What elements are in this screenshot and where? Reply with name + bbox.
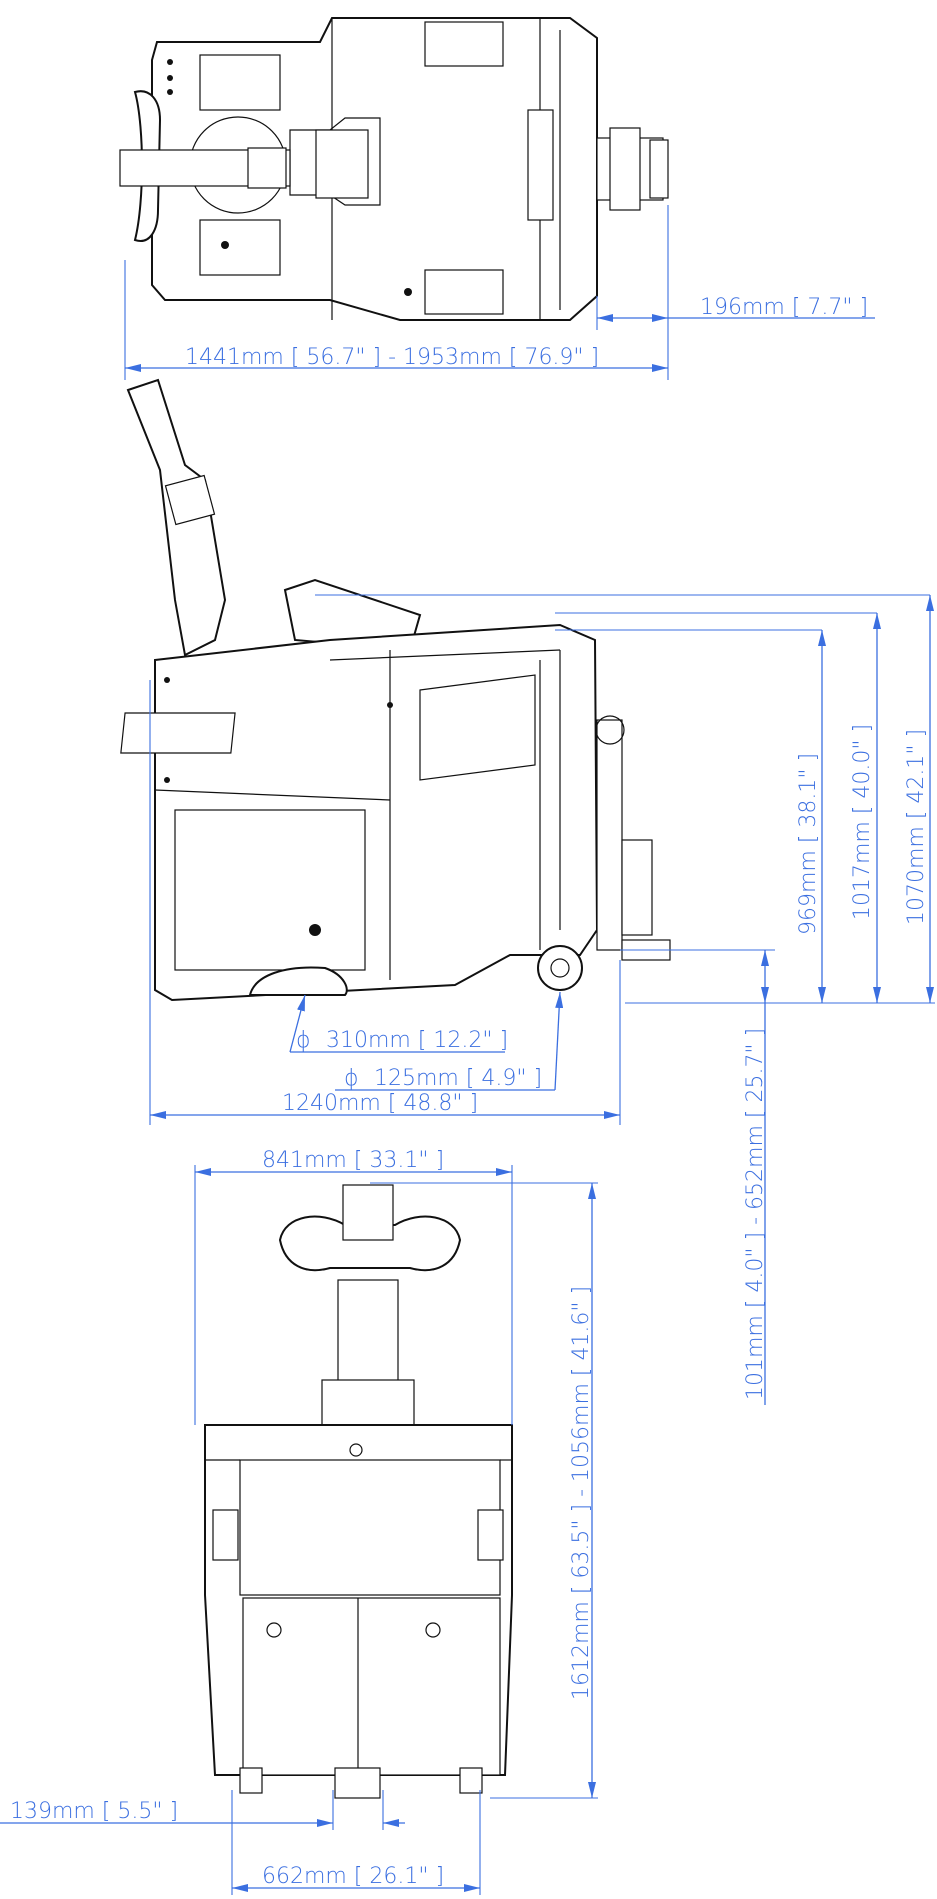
dim-front-hitch-width: 139mm [ 5.5" ] bbox=[10, 1799, 178, 1824]
side-hitch-column bbox=[596, 719, 623, 951]
front-dimensions: 841mm [ 33.1" ] 1612mm [ 63.5" ] - 1056m… bbox=[0, 1148, 598, 1895]
dim-front-width: 841mm [ 33.1" ] bbox=[262, 1148, 444, 1173]
front-handle-grip bbox=[278, 1215, 462, 1272]
side-view bbox=[120, 378, 671, 1002]
dim-top-extension: 196mm [ 7.7" ] bbox=[700, 295, 868, 320]
dim-drive-wheel: 310mm [ 12.2" ] bbox=[326, 1028, 508, 1053]
side-dimensions: 969mm [ 38.1" ] 1017mm [ 40.0" ] 1070mm … bbox=[149, 594, 935, 1405]
dim-front-track: 662mm [ 26.1" ] bbox=[262, 1864, 444, 1889]
dim-hitch-height: 101mm [ 4.0" ] - 652mm [ 25.7" ] bbox=[743, 1028, 768, 1400]
top-dimensions: 196mm [ 7.7" ] 1441mm [ 56.7" ] - 1953mm… bbox=[124, 205, 875, 380]
dim-diameter-symbol-1: ϕ bbox=[296, 1028, 311, 1053]
side-drive-wheel bbox=[248, 966, 348, 996]
dim-side-height-1017: 1017mm [ 40.0" ] bbox=[850, 724, 875, 920]
dim-front-handle-height: 1612mm [ 63.5" ] - 1056mm [ 41.6" ] bbox=[569, 1286, 594, 1700]
side-caster-wheel bbox=[537, 945, 583, 991]
front-view bbox=[204, 1184, 513, 1799]
dim-top-overall-length: 1441mm [ 56.7" ] - 1953mm [ 76.9" ] bbox=[185, 345, 599, 370]
top-hatch-lower bbox=[424, 269, 504, 315]
dim-caster-wheel: 125mm [ 4.9" ] bbox=[374, 1066, 542, 1091]
dim-side-height-969: 969mm [ 38.1" ] bbox=[796, 753, 821, 935]
dim-side-length: 1240mm [ 48.8" ] bbox=[282, 1091, 478, 1116]
top-view bbox=[119, 17, 669, 321]
dim-diameter-symbol-2: ϕ bbox=[344, 1066, 359, 1091]
top-hatch-upper bbox=[424, 21, 504, 67]
dim-side-height-1070: 1070mm [ 42.1" ] bbox=[904, 729, 929, 925]
